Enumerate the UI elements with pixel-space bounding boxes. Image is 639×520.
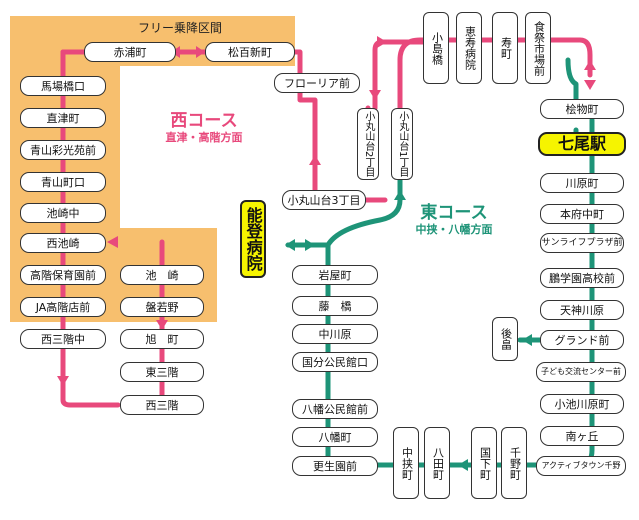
stop-koseien[interactable]: 更生園前 bbox=[292, 456, 378, 476]
west-arrow-shaft-top bbox=[178, 50, 198, 54]
stop-ja-takashina[interactable]: JA高階店前 bbox=[20, 297, 106, 317]
west-arrow-shokusai-up bbox=[584, 60, 596, 70]
stop-nakabasami-label: 中挟町 bbox=[400, 446, 414, 480]
stop-kawaharacho[interactable]: 川原町 bbox=[540, 173, 624, 193]
stop-keiju[interactable]: 恵寿病院 bbox=[456, 12, 482, 84]
stop-yawata-kouminkan[interactable]: 八幡公民館前 bbox=[292, 399, 378, 419]
stop-nanao-station[interactable]: 七尾駅 bbox=[538, 132, 626, 156]
stop-gakuen[interactable]: 鵬学園高校前 bbox=[540, 268, 624, 288]
stop-aoyama-machi[interactable]: 青山町口 bbox=[20, 172, 106, 192]
east-route-line-top bbox=[565, 57, 579, 103]
stop-grand[interactable]: グランド前 bbox=[540, 330, 624, 350]
east-course-title: 東コース bbox=[420, 203, 488, 223]
stop-komaruyama-2[interactable]: 小丸山台2丁目 bbox=[357, 108, 379, 180]
stop-sunlife[interactable]: サンライフプラザ前 bbox=[540, 233, 624, 253]
west-route-line-top bbox=[397, 37, 593, 78]
stop-akaura[interactable]: 赤浦町 bbox=[84, 42, 176, 62]
east-arrow-komaruyama bbox=[394, 190, 406, 200]
stop-kokubun[interactable]: 国分公民館口 bbox=[292, 352, 378, 372]
stop-nishi-ikezaki[interactable]: 西池崎 bbox=[20, 233, 106, 253]
stop-kokufu[interactable]: 国下町 bbox=[471, 427, 497, 499]
stop-fujihashi[interactable]: 藤 橋 bbox=[292, 296, 378, 316]
stop-komaruyama-3[interactable]: 小丸山台3丁目 bbox=[282, 190, 366, 210]
stop-active[interactable]: アクティブタウン千野 bbox=[536, 456, 626, 476]
stop-kokufu-label: 国下町 bbox=[478, 446, 492, 480]
west-route-line-main bbox=[60, 49, 121, 408]
east-arrow-hospital-right bbox=[305, 239, 315, 251]
stop-ikezaki[interactable]: 池 崎 bbox=[120, 265, 204, 285]
stop-nakabasami[interactable]: 中挟町 bbox=[393, 427, 419, 499]
west-arrow-kojima bbox=[377, 36, 387, 48]
west-arrow-right-top bbox=[196, 46, 205, 58]
free-zone-label: フリー乗降区間 bbox=[138, 21, 223, 35]
stop-takashina-hoiku[interactable]: 高階保育園前 bbox=[20, 265, 106, 285]
stop-ushijima[interactable]: 後畠 bbox=[492, 317, 518, 361]
west-arrow-komaruyama-up bbox=[309, 155, 321, 165]
stop-kotobuki-label: 寿町 bbox=[499, 37, 513, 59]
stop-iwaya[interactable]: 岩屋町 bbox=[292, 265, 378, 285]
stop-ikezaki-naka[interactable]: 池崎中 bbox=[20, 203, 106, 223]
stop-noto-hospital-label: 能登病院 bbox=[243, 207, 263, 271]
stop-koikegawa[interactable]: 小池川原町 bbox=[540, 394, 624, 414]
east-arrow-grand bbox=[522, 334, 532, 346]
east-route-line-komaruyama bbox=[325, 177, 403, 248]
east-arrow-left-1 bbox=[458, 459, 468, 471]
stop-kojima[interactable]: 小島橋 bbox=[423, 12, 449, 84]
west-course-label: 西コース 直津・高階方面 bbox=[152, 111, 256, 145]
west-arrow-down-1 bbox=[57, 376, 69, 386]
stop-nakagawara[interactable]: 中川原 bbox=[292, 324, 378, 344]
stop-kotobuki[interactable]: 寿町 bbox=[492, 12, 518, 84]
stop-shokusai-label: 食祭市場前 bbox=[532, 20, 546, 76]
stop-banjakuno[interactable]: 盤若野 bbox=[120, 297, 204, 317]
stop-flora[interactable]: フローリア前 bbox=[274, 73, 360, 93]
stop-chino-label: 千野町 bbox=[508, 446, 522, 480]
stop-komaruyama-1-label: 小丸山台1丁目 bbox=[396, 110, 408, 178]
west-arrow-ikezaki-down bbox=[156, 320, 168, 330]
stop-yawata[interactable]: 八幡町 bbox=[292, 427, 378, 447]
stop-nishimikai[interactable]: 西三階 bbox=[120, 395, 204, 415]
stop-fuchu[interactable]: 本府中町 bbox=[540, 204, 624, 224]
stop-chino[interactable]: 千野町 bbox=[501, 427, 527, 499]
stop-hatta[interactable]: 八田町 bbox=[424, 427, 450, 499]
stop-kojima-label: 小島橋 bbox=[430, 31, 444, 65]
west-course-subtitle: 直津・高階方面 bbox=[165, 131, 243, 145]
east-course-label: 東コース 中挟・八幡方面 bbox=[404, 203, 504, 237]
west-course-title: 西コース bbox=[170, 111, 238, 131]
stop-ushijima-label: 後畠 bbox=[499, 328, 513, 350]
stop-tenjin[interactable]: 天神川原 bbox=[540, 300, 624, 320]
stop-hatta-label: 八田町 bbox=[431, 446, 445, 480]
stop-komaruyama-2-label: 小丸山台2丁目 bbox=[362, 110, 374, 178]
stop-bababashi[interactable]: 馬場橋口 bbox=[20, 76, 106, 96]
stop-noto-hospital[interactable]: 能登病院 bbox=[240, 200, 266, 278]
stop-shokusai[interactable]: 食祭市場前 bbox=[525, 12, 551, 84]
stop-nishimikai-naka[interactable]: 西三階中 bbox=[20, 329, 106, 349]
stop-hinokicho[interactable]: 桧物町 bbox=[540, 99, 624, 119]
stop-kodomo[interactable]: 子ども交流センター前 bbox=[536, 362, 626, 382]
stop-higashimikai[interactable]: 東三階 bbox=[120, 362, 204, 382]
stop-naotsu[interactable]: 直津町 bbox=[20, 108, 106, 128]
stop-aoyama-saiko[interactable]: 青山彩光苑前 bbox=[20, 140, 106, 160]
stop-komaruyama-1[interactable]: 小丸山台1丁目 bbox=[391, 108, 413, 180]
west-arrow-shokusai-down bbox=[584, 80, 596, 90]
stop-asahimachi[interactable]: 旭 町 bbox=[120, 329, 204, 349]
stop-minamigaoka[interactable]: 南ヶ丘 bbox=[540, 426, 624, 446]
west-arrow-komaruyama-2 bbox=[369, 90, 381, 100]
stop-matsuhyaku[interactable]: 松百新町 bbox=[205, 42, 295, 62]
stop-keiju-label: 恵寿病院 bbox=[463, 26, 477, 70]
west-arrow-nishiikezaki bbox=[107, 236, 118, 248]
east-arrow-hospital-left bbox=[285, 239, 295, 251]
east-course-subtitle: 中挟・八幡方面 bbox=[415, 223, 493, 237]
